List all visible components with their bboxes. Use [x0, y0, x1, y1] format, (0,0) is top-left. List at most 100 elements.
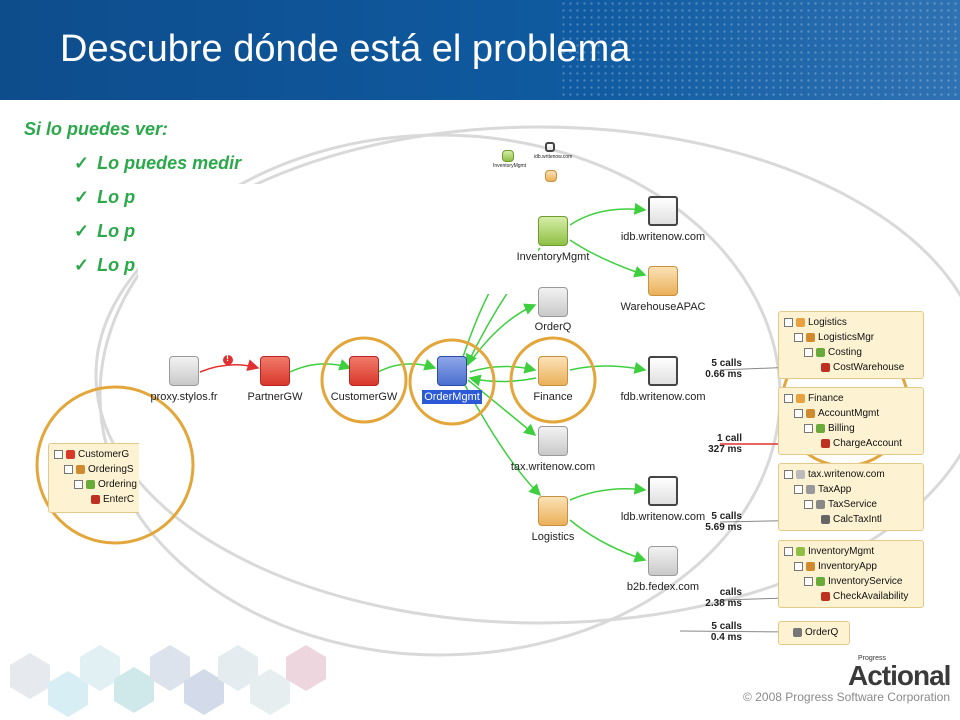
- mini-inventory-label: InventoryMgmt: [493, 163, 527, 169]
- operation-icon: [821, 362, 830, 372]
- fdb-node[interactable]: [648, 356, 678, 386]
- finance-node[interactable]: [538, 356, 568, 386]
- bullet-3: ✓Lo p: [74, 221, 136, 241]
- app-icon: [806, 561, 815, 571]
- operation-icon: [821, 438, 830, 448]
- operation-icon: [821, 514, 830, 524]
- ordermgmt-label: OrderMgmt: [422, 390, 482, 404]
- customer-zoom-ring: [35, 385, 195, 545]
- app-icon: [806, 484, 815, 494]
- customer-ring: [320, 336, 408, 424]
- error-badge: [223, 355, 233, 365]
- fdb-label: fdb.writenow.com: [620, 391, 706, 403]
- edge-order-finance: [469, 361, 537, 374]
- tax-panel[interactable]: tax.writenow.com TaxApp TaxService CalcT…: [778, 463, 924, 531]
- ordermgmt-ring: [408, 338, 496, 426]
- idb-label: idb.writenow.com: [620, 231, 706, 243]
- edge-proxy-partner: [199, 359, 260, 373]
- gateway-icon: [66, 449, 75, 459]
- title-banner: [0, 0, 960, 100]
- app-icon: [806, 408, 815, 418]
- edge-customer-order: [377, 358, 437, 373]
- edge-partner-customer: [289, 358, 352, 373]
- edge-order-orderq: [467, 303, 537, 366]
- service-icon: [796, 469, 805, 479]
- copyright-footer: © 2008 Progress Software Corporation: [743, 690, 950, 704]
- edge-finance-order: [468, 374, 537, 387]
- ldb-node[interactable]: [648, 476, 678, 506]
- proxy-label: proxy.stylos.fr: [150, 391, 218, 403]
- slide-title: Descubre dónde está el problema: [60, 28, 631, 70]
- mini-warehouse-icon: [545, 170, 557, 182]
- diagram-overlay: [138, 184, 538, 294]
- service-icon: [796, 393, 805, 403]
- warehouse-label: WarehouseAPAC: [620, 301, 706, 313]
- service-icon: [796, 317, 805, 327]
- inventory-node[interactable]: [538, 216, 568, 246]
- check-icon: ✓: [74, 221, 90, 241]
- finance-ring: [509, 336, 597, 424]
- logistics-node[interactable]: [538, 496, 568, 526]
- bullet-1: ✓Lo puedes medir: [74, 153, 242, 173]
- edge-logistics-ldb: [569, 482, 647, 501]
- scope-ellipse-large: [94, 125, 960, 625]
- customer-panel[interactable]: CustomerG OrderingS Ordering EnterC: [48, 443, 139, 513]
- interface-icon: [816, 347, 825, 357]
- edge-inventory-warehouse: [569, 239, 647, 278]
- bullet-4: ✓Lo p: [74, 255, 136, 275]
- subtitle: Si lo puedes ver:: [24, 119, 169, 139]
- decorative-hexagons: [10, 645, 326, 717]
- banner-pattern: [560, 0, 960, 100]
- logistics-label: Logistics: [531, 531, 575, 543]
- check-icon: ✓: [74, 153, 90, 173]
- interface-icon: [816, 423, 825, 433]
- interface-icon: [86, 479, 95, 489]
- edge-logistics-b2b: [569, 519, 647, 563]
- partner-label: PartnerGW: [247, 391, 303, 403]
- finance-panel[interactable]: Finance AccountMgmt Billing ChargeAccoun…: [778, 387, 924, 455]
- edge-order-tax: [467, 379, 537, 436]
- orderq-node[interactable]: [538, 287, 568, 317]
- queue-icon: [793, 627, 802, 637]
- mini-idb-label: idb.writenow.com: [534, 154, 573, 160]
- idb-node[interactable]: [648, 196, 678, 226]
- mini-inventory-icon: [502, 150, 514, 162]
- edge-finance-fdb: [569, 362, 647, 374]
- operation-icon: [91, 494, 100, 504]
- ordermgmt-node[interactable]: [437, 356, 467, 386]
- inventory-panel[interactable]: InventoryMgmt InventoryApp InventoryServ…: [778, 540, 924, 608]
- actional-logo: Actional: [848, 660, 951, 691]
- customer-label: CustomerGW: [330, 391, 398, 403]
- tax-node[interactable]: [538, 426, 568, 456]
- customer-node[interactable]: [349, 356, 379, 386]
- error-badge-label: !: [226, 353, 229, 363]
- orderq-label: OrderQ: [534, 321, 572, 333]
- proxy-node[interactable]: [169, 356, 199, 386]
- bullet-2: ✓Lo p: [74, 187, 136, 207]
- operation-icon: [821, 591, 830, 601]
- finance-label: Finance: [533, 391, 573, 403]
- tax-label: tax.writenow.com: [510, 461, 596, 473]
- edge-inventory-idb: [569, 202, 647, 226]
- app-icon: [806, 332, 815, 342]
- inventory-label: InventoryMgmt: [516, 251, 590, 263]
- b2b-node[interactable]: [648, 546, 678, 576]
- interface-icon: [816, 499, 825, 509]
- mini-db-icon: [545, 142, 555, 152]
- app-icon: [76, 464, 85, 474]
- partner-node[interactable]: [260, 356, 290, 386]
- check-icon: ✓: [74, 255, 90, 275]
- warehouse-node[interactable]: [648, 266, 678, 296]
- logistics-panel[interactable]: Logistics LogisticsMgr Costing CostWareh…: [778, 311, 924, 379]
- check-icon: ✓: [74, 187, 90, 207]
- orderq-panel[interactable]: OrderQ: [778, 621, 850, 645]
- service-icon: [796, 546, 805, 556]
- b2b-label: b2b.fedex.com: [626, 581, 700, 593]
- interface-icon: [816, 576, 825, 586]
- ldb-label: ldb.writenow.com: [620, 511, 706, 523]
